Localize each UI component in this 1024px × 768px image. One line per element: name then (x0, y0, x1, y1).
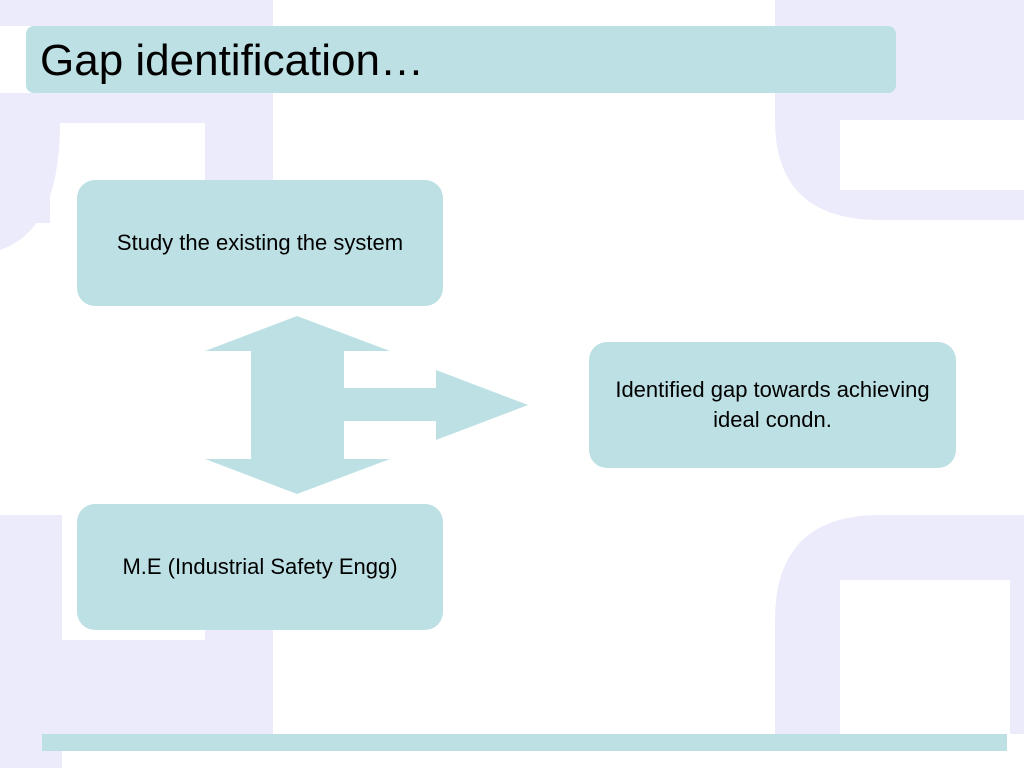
node-existing-system: Study the existing the system (77, 180, 443, 306)
node-identified-gap: Identified gap towards achieving ideal c… (589, 342, 956, 468)
bidirectional-arrow (205, 316, 528, 494)
node-me-course: M.E (Industrial Safety Engg) (77, 504, 443, 630)
title-bar: Gap identification… (26, 26, 896, 93)
slide-title: Gap identification… (40, 36, 424, 85)
footer-bar (42, 734, 1007, 751)
